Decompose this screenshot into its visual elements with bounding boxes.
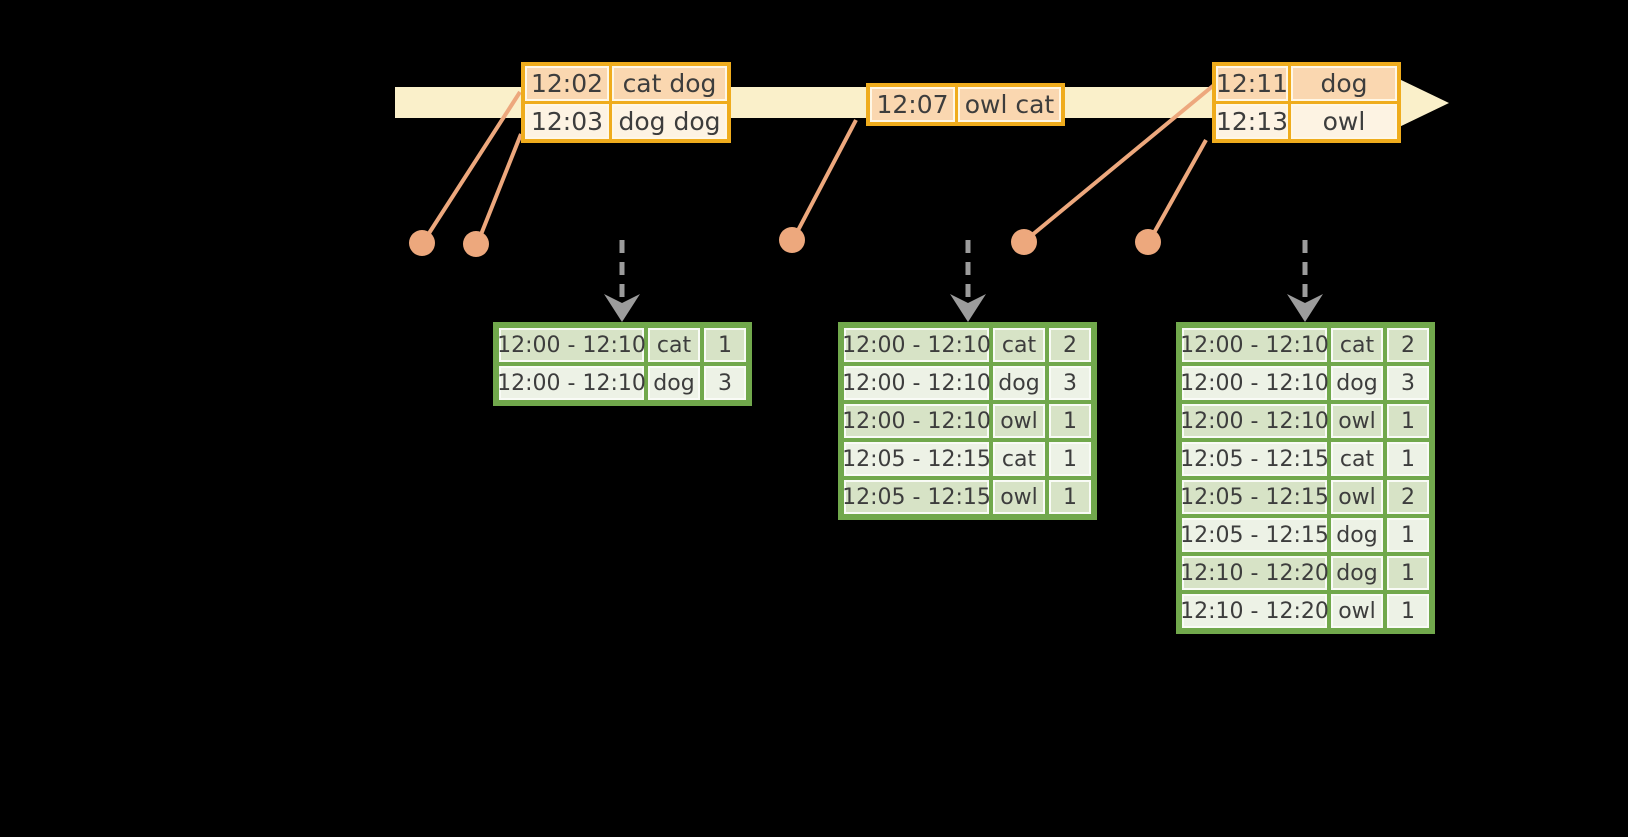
window-cell: 12:00 - 12:10 <box>497 366 646 400</box>
event-words-cell: cat dog <box>612 66 727 101</box>
count-cell: 1 <box>1387 404 1429 438</box>
down-arrow-icon <box>1287 294 1323 322</box>
window-cell: 12:00 - 12:10 <box>1180 366 1329 400</box>
window-cell: 12:05 - 12:15 <box>1180 518 1329 552</box>
word-cell: cat <box>1331 328 1383 362</box>
word-cell: dog <box>648 366 700 400</box>
down-arrow-icon <box>604 294 640 322</box>
word-cell: cat <box>648 328 700 362</box>
count-cell: 2 <box>1387 328 1429 362</box>
connector-line <box>792 119 858 239</box>
word-cell: cat <box>993 328 1045 362</box>
window-cell: 12:00 - 12:10 <box>842 404 991 438</box>
event-words-cell: owl cat <box>958 87 1061 122</box>
window-cell: 12:05 - 12:15 <box>842 442 991 476</box>
window-cell: 12:10 - 12:20 <box>1180 594 1329 628</box>
count-cell: 3 <box>704 366 746 400</box>
dashed-down-arrows <box>604 240 1323 322</box>
count-cell: 2 <box>1387 480 1429 514</box>
window-cell: 12:00 - 12:10 <box>1180 328 1329 362</box>
count-cell: 3 <box>1049 366 1091 400</box>
event-words-cell: dog dog <box>612 104 727 139</box>
event-time-cell: 12:03 <box>525 104 609 139</box>
connector-line <box>1148 139 1208 241</box>
event-words-cell: owl <box>1291 104 1397 139</box>
event-time-cell: 12:11 <box>1216 66 1288 101</box>
word-cell: owl <box>1331 404 1383 438</box>
count-cell: 1 <box>1049 404 1091 438</box>
window-cell: 12:00 - 12:10 <box>842 328 991 362</box>
event-dots <box>409 227 1161 257</box>
word-cell: cat <box>1331 442 1383 476</box>
connector-line <box>1024 83 1216 242</box>
count-cell: 3 <box>1387 366 1429 400</box>
count-cell: 1 <box>1387 556 1429 590</box>
window-cell: 12:05 - 12:15 <box>842 480 991 514</box>
window-cell: 12:05 - 12:15 <box>1180 480 1329 514</box>
count-cell: 1 <box>1387 442 1429 476</box>
count-cell: 1 <box>1387 594 1429 628</box>
event-time-cell: 12:13 <box>1216 104 1288 139</box>
word-cell: dog <box>1331 366 1383 400</box>
word-cell: dog <box>1331 556 1383 590</box>
word-cell: owl <box>993 404 1045 438</box>
event-connector-lines <box>422 83 1216 243</box>
word-cell: owl <box>1331 594 1383 628</box>
window-cell: 12:00 - 12:10 <box>842 366 991 400</box>
event-dot <box>779 227 805 253</box>
count-cell: 1 <box>1387 518 1429 552</box>
word-cell: dog <box>993 366 1045 400</box>
window-cell: 12:00 - 12:10 <box>497 328 646 362</box>
down-arrow-icon <box>950 294 986 322</box>
window-cell: 12:05 - 12:15 <box>1180 442 1329 476</box>
window-cell: 12:00 - 12:10 <box>1180 404 1329 438</box>
word-cell: cat <box>993 442 1045 476</box>
event-time-cell: 12:07 <box>870 87 955 122</box>
word-cell: owl <box>1331 480 1383 514</box>
count-cell: 2 <box>1049 328 1091 362</box>
connector-line <box>476 133 523 243</box>
event-dot <box>1135 229 1161 255</box>
event-dot <box>409 230 435 256</box>
window-cell: 12:10 - 12:20 <box>1180 556 1329 590</box>
word-cell: owl <box>993 480 1045 514</box>
event-words-cell: dog <box>1291 66 1397 101</box>
connector-line <box>422 90 522 243</box>
count-cell: 1 <box>704 328 746 362</box>
count-cell: 1 <box>1049 442 1091 476</box>
event-time-cell: 12:02 <box>525 66 609 101</box>
count-cell: 1 <box>1049 480 1091 514</box>
event-dot <box>463 231 489 257</box>
event-dot <box>1011 229 1037 255</box>
word-cell: dog <box>1331 518 1383 552</box>
